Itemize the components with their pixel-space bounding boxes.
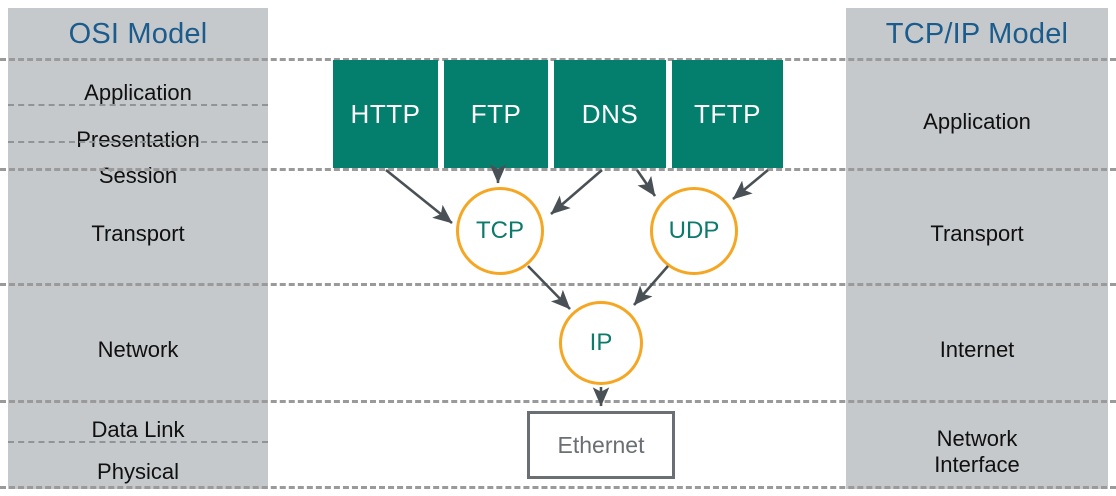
osi-layer-presentation: Presentation <box>8 115 268 165</box>
protocol-box-ftp-label: FTP <box>470 98 522 129</box>
tcpip-model-title: TCP/IP Model <box>885 18 1069 50</box>
protocol-box-ethernet[interactable]: Ethernet <box>527 411 675 479</box>
protocol-circle-ip-label: IP <box>589 329 613 356</box>
separator-top-application <box>0 58 1116 61</box>
tcpip-layer-transport: Transport <box>846 177 1108 291</box>
tcpip-layer-application: Application <box>846 68 1108 176</box>
osi-layer-presentation-label: Presentation <box>76 127 200 152</box>
arrow-tftp-to-udp <box>732 168 769 201</box>
protocol-box-ethernet-label: Ethernet <box>557 431 645 458</box>
osi-layer-network-label: Network <box>97 336 179 362</box>
tcpip-layer-transport-label: Transport <box>930 221 1024 246</box>
separator-application-transport <box>0 168 1116 171</box>
osi-layer-physical: Physical <box>8 449 268 495</box>
osi-separator-datalink-physical <box>8 441 268 443</box>
tcpip-layer-network-interface-label-line1: Network <box>936 425 1018 451</box>
tcpip-layer-application-label: Application <box>923 109 1031 134</box>
arrow-dns-to-tcp <box>550 169 603 215</box>
tcpip-layer-network-interface-label-line2: Interface <box>934 451 1020 477</box>
arrow-dns-to-udp <box>635 169 657 197</box>
separator-transport-internet <box>0 283 1116 286</box>
protocol-box-dns-label: DNS <box>581 98 639 129</box>
osi-layer-session: Session <box>8 153 268 199</box>
protocol-box-ftp[interactable]: FTP <box>444 60 548 168</box>
osi-layer-application: Application <box>8 68 268 118</box>
protocol-circle-tcp-label: TCP <box>476 217 524 244</box>
osi-layer-transport: Transport <box>8 177 268 291</box>
protocol-circle-ip[interactable]: IP <box>559 301 643 385</box>
tcpip-layer-internet-label: Internet <box>939 336 1015 362</box>
tcpip-layer-internet: Internet <box>846 291 1108 408</box>
osi-layer-application-label: Application <box>84 80 192 105</box>
osi-layer-session-label: Session <box>98 163 178 188</box>
protocol-box-http[interactable]: HTTP <box>333 60 438 168</box>
osi-model-panel: OSI Model Application Presentation Sessi… <box>8 8 268 489</box>
osi-layer-datalink-label: Data Link <box>91 417 185 442</box>
tcpip-layer-network-interface: Network Interface <box>846 408 1108 495</box>
osi-layer-network: Network <box>8 291 268 408</box>
osi-separator-presentation-session <box>8 141 268 143</box>
osi-layer-datalink: Data Link <box>8 408 268 452</box>
osi-layer-physical-label: Physical <box>97 459 179 484</box>
protocol-circle-tcp[interactable]: TCP <box>456 187 544 275</box>
protocol-box-dns[interactable]: DNS <box>554 60 666 168</box>
tcpip-model-panel: TCP/IP Model Application Transport Inter… <box>846 8 1108 489</box>
osi-separator-application-presentation <box>8 104 268 106</box>
protocol-box-http-label: HTTP <box>350 98 421 129</box>
separator-bottom <box>0 486 1116 489</box>
arrow-tcp-to-ip <box>527 265 571 310</box>
protocol-box-tftp-label: TFTP <box>694 98 761 129</box>
arrow-http-to-tcp <box>385 168 453 225</box>
protocol-circle-udp-label: UDP <box>668 217 720 244</box>
osi-model-title: OSI Model <box>68 18 208 50</box>
separator-internet-link <box>0 400 1116 403</box>
osi-layer-transport-label: Transport <box>91 221 185 246</box>
protocol-circle-udp[interactable]: UDP <box>650 187 738 275</box>
protocol-box-tftp[interactable]: TFTP <box>672 60 783 168</box>
